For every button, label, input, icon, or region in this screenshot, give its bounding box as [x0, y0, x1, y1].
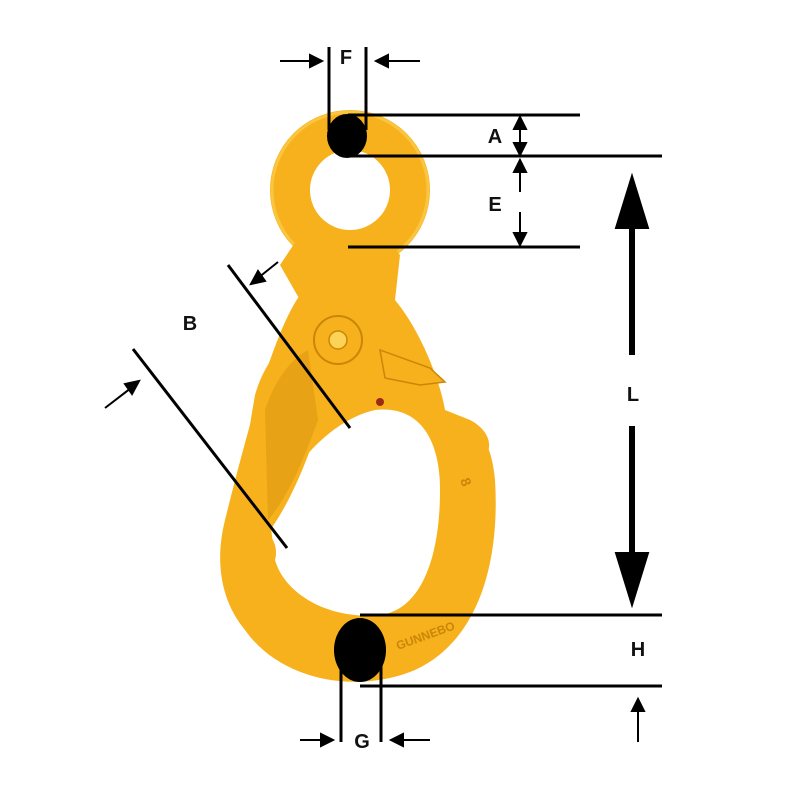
hook-latch	[242, 320, 345, 545]
hook-pin	[376, 398, 384, 406]
hook-lock-trigger	[379, 348, 447, 386]
label-e: E	[488, 194, 501, 216]
e-arrow-top-head	[512, 157, 528, 173]
label-g: G	[354, 731, 370, 753]
hook-latch-tip	[236, 530, 276, 576]
g-arrow-right-head	[388, 732, 404, 748]
h-arrow-head	[630, 696, 646, 712]
g-arrow-left-head	[320, 732, 336, 748]
label-f: F	[340, 47, 352, 69]
label-l: L	[627, 384, 639, 406]
e-arrow-bottom-head	[512, 232, 528, 248]
section-marker-bottom	[334, 618, 386, 682]
dimension-lines	[131, 47, 662, 742]
hook-tip	[445, 410, 490, 452]
a-arrow-down-head	[512, 142, 528, 158]
b-line-inner	[131, 348, 289, 549]
dimension-arrows	[104, 53, 650, 748]
dimension-labels: F A E B L H G	[183, 47, 645, 753]
b-arrow-lower-head	[123, 379, 141, 396]
f-arrow-left-head	[309, 53, 325, 69]
section-marker-top	[327, 114, 367, 158]
l-arrow-top-head	[614, 172, 650, 229]
label-h: H	[631, 639, 645, 661]
hook-neck	[280, 235, 400, 300]
b-arrow-lower-shaft	[104, 387, 132, 409]
l-arrow-bottom-head	[614, 552, 650, 609]
hook-illustration: GUNNEBO 8	[220, 110, 496, 682]
label-a: A	[488, 126, 502, 148]
f-arrow-right-head	[373, 53, 389, 69]
hook-latch-shadow	[265, 350, 318, 520]
hook-pivot-center	[328, 330, 348, 350]
a-arrow-up-head	[512, 114, 528, 130]
hook-throat	[270, 409, 440, 616]
label-b: B	[183, 313, 197, 335]
b-line-outer	[226, 264, 352, 429]
b-arrow-upper-head	[249, 269, 267, 286]
